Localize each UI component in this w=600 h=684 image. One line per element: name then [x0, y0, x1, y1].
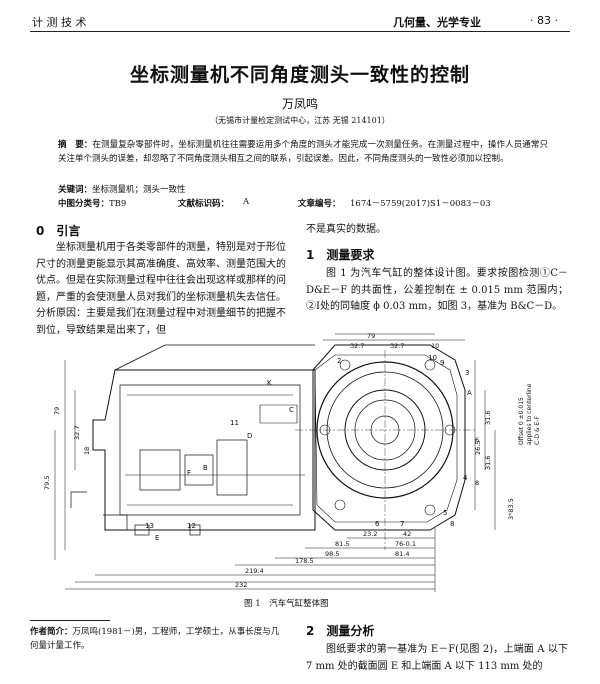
- dim-bottom-232: 232: [235, 581, 247, 589]
- clc-value: TB9: [109, 199, 127, 209]
- dim-top-79: 79: [367, 332, 375, 340]
- annotation-offset: Offset 0 ±0.015: [518, 397, 525, 445]
- label-B: B: [203, 464, 208, 472]
- doc-code-value: A: [243, 197, 250, 207]
- analysis-heading: 2 测量分析: [306, 624, 375, 638]
- abstract-label: 摘 要：: [58, 140, 93, 150]
- label-6: 6: [375, 520, 380, 528]
- dim-left-79-5: 79.5: [43, 476, 51, 490]
- intro-paragraph: 坐标测量机用于各类零部件的测量，特别是对于形位尺寸的测量更能显示其高准确度、高效…: [36, 242, 286, 336]
- label-D: D: [247, 432, 252, 440]
- abstract-text: 在测量复杂零部件时，坐标测量机往往需要运用多个角度的测头才能完成一次测量任务。在…: [58, 140, 548, 164]
- affiliation: （无锡市计量检定测试中心，江苏 无锡 214101）: [210, 116, 390, 125]
- dim-right-6: 6: [475, 436, 479, 444]
- label-5: 5: [443, 509, 447, 517]
- page-number: · 83 ·: [530, 14, 558, 27]
- dim-left-32-7: 32.7: [73, 426, 81, 440]
- dim-right-26-5: 26.5: [474, 441, 482, 455]
- figure-caption: 图 1 汽车气缸整体图: [244, 599, 329, 609]
- dim-bottom-81-5: 81.5: [335, 540, 349, 548]
- label-11: 11: [230, 419, 239, 427]
- intro-continuation: 不是真实的数据。: [306, 224, 386, 235]
- dim-right-31-6-b: 31.6: [484, 456, 492, 470]
- section-name: 几何量、光学专业: [393, 16, 481, 29]
- cylinder-drawing: 79 32.7 32.7 10 23.2 42 81.5 76-0.1 98.5…: [43, 332, 541, 592]
- label-10: 10: [428, 354, 437, 362]
- analysis-paragraph: 图纸要求的第一基准为 E－F(见图 2)，上端面 A 以下 7 mm 处的截面圆…: [306, 644, 568, 672]
- dim-bottom-76: 76-0.1: [395, 540, 416, 548]
- dim-bottom-23-2: 23.2: [363, 530, 377, 538]
- label-13: 13: [145, 522, 154, 530]
- abstract: 摘 要：在测量复杂零部件时，坐标测量机往往需要运用多个角度的测头才能完成一次测量…: [58, 138, 548, 166]
- footnote-text: 万凤鸣(1981－)男，工程师，工学硕士，从事长度与几何量计量工作。: [30, 627, 280, 651]
- footnote: 作者简介：万凤鸣(1981－)男，工程师，工学硕士，从事长度与几何量计量工作。: [30, 625, 285, 653]
- dim-top-32-7-b: 32.7: [390, 342, 404, 350]
- label-12: 12: [187, 522, 196, 530]
- journal-name: 计 测 技 术: [32, 16, 87, 29]
- label-K: K: [267, 379, 272, 387]
- label-4: 4: [463, 474, 468, 482]
- dim-right-31-6-a: 31.6: [484, 411, 492, 425]
- dim-bottom-81-4: 81.4: [395, 550, 409, 558]
- annotation-datums: C-D & E-F: [534, 416, 541, 445]
- keywords-text: 坐标测量机；测头一致性: [92, 185, 186, 195]
- dim-bottom-219-4: 219.4: [245, 567, 264, 575]
- article-no-label: 文章编号：: [298, 199, 341, 209]
- dim-bottom-42: 42: [403, 530, 411, 538]
- dim-top-32-7-a: 32.7: [350, 342, 364, 350]
- label-C: C: [289, 406, 294, 414]
- footnote-rule: [30, 620, 110, 621]
- dim-left-18: 18: [83, 447, 91, 455]
- footnote-label: 作者简介：: [30, 627, 73, 637]
- dim-top-10: 10: [431, 342, 439, 350]
- dim-right-3-83-5: 3*83.5: [507, 498, 515, 520]
- label-9: 9: [440, 359, 444, 367]
- label-2: 2: [337, 357, 341, 365]
- article-title: 坐标测量机不同角度测头一致性的控制: [129, 64, 470, 86]
- label-E: E: [155, 534, 159, 542]
- header-rule: [30, 31, 570, 32]
- clc-label: 中图分类号：: [58, 199, 110, 209]
- label-8: 8: [450, 520, 454, 528]
- label-7: 7: [400, 520, 404, 528]
- article-no-value: 1674－5759(2017)S1－0083－03: [350, 199, 491, 209]
- requirement-paragraph: 图 1 为汽车气缸的整体设计图。要求按图检测①C－D&E－F 的共面性，公差控制…: [306, 268, 568, 312]
- annotation-centerline: applies to centerline: [526, 383, 533, 445]
- dim-right-8: 8: [475, 479, 479, 487]
- label-3: 3: [465, 369, 469, 377]
- classification: 中图分类号：TB9 文献标识码： A 文章编号： 1674－5759(2017)S1…: [58, 197, 548, 209]
- dim-left-79: 79: [53, 407, 61, 415]
- intro-heading: 0 引言: [36, 224, 81, 238]
- label-A: A: [467, 389, 472, 397]
- requirement-heading: 1 测量要求: [306, 248, 375, 262]
- keywords-label: 关键词：: [58, 185, 93, 195]
- label-F: F: [187, 469, 191, 477]
- doc-code-label: 文献标识码：: [178, 199, 230, 209]
- keywords: 关键词：坐标测量机；测头一致性: [58, 183, 186, 195]
- dim-bottom-178-5: 178.5: [295, 557, 314, 565]
- dim-bottom-98-5: 98.5: [325, 550, 339, 558]
- author: 万凤鸣: [281, 97, 318, 111]
